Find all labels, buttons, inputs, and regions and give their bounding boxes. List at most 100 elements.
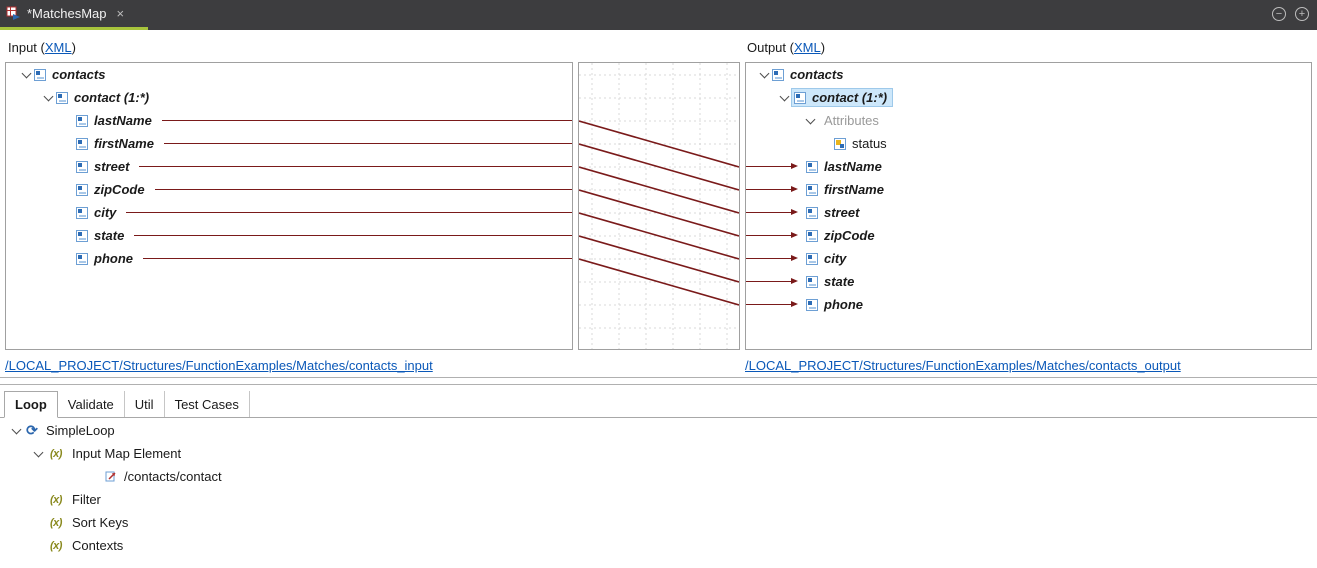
xml-element-icon (76, 206, 88, 219)
output-structure-link[interactable]: /LOCAL_PROJECT/Structures/FunctionExampl… (745, 358, 1181, 373)
tab-loop[interactable]: Loop (4, 391, 58, 418)
output-tree-label[interactable]: status (852, 136, 887, 151)
input-tree-row-field[interactable]: phone (6, 247, 572, 270)
document-tab-matchesmap[interactable]: *MatchesMap × (0, 0, 134, 27)
xml-element-icon (76, 229, 88, 242)
output-tree-label[interactable]: contacts (790, 67, 844, 82)
input-tree-label[interactable]: firstName (94, 136, 154, 151)
output-label-text: Output ( (747, 40, 794, 55)
output-tree-label[interactable]: state (824, 274, 855, 289)
input-tree-row-field[interactable]: city (6, 201, 572, 224)
close-tab-icon[interactable]: × (116, 6, 125, 21)
input-tree-label[interactable]: state (94, 228, 125, 243)
maximize-view-icon[interactable]: + (1295, 7, 1309, 21)
output-tree-row-attributes[interactable]: Attributes (746, 109, 1311, 132)
output-tree-label[interactable]: contact (1:*) (812, 90, 888, 105)
input-tree-row-field[interactable]: state (6, 224, 572, 247)
expand-chevron-icon[interactable] (18, 68, 34, 78)
minimize-view-icon[interactable]: − (1272, 7, 1286, 21)
output-tree-row-status[interactable]: status (746, 132, 1311, 155)
bottom-tab-bar: Loop Validate Util Test Cases (0, 391, 1317, 418)
input-tree-row-contact[interactable]: contact (1:*) (6, 86, 572, 109)
input-tree-row-field[interactable]: lastName (6, 109, 572, 132)
expand-chevron-icon[interactable] (40, 91, 56, 101)
mapping-arrow[interactable] (746, 301, 798, 307)
loop-tree-row-sort-keys[interactable]: (x) Sort Keys (0, 511, 1317, 534)
horizontal-splitter[interactable] (0, 384, 1317, 385)
mapping-line[interactable] (126, 212, 572, 213)
mapping-line[interactable] (134, 235, 572, 236)
tab-test-cases[interactable]: Test Cases (165, 391, 250, 417)
mapping-line[interactable] (161, 120, 572, 121)
mapping-canvas[interactable] (579, 63, 739, 349)
expand-chevron-icon[interactable] (776, 91, 792, 101)
input-tree-label[interactable]: city (94, 205, 117, 220)
input-tree-row-field[interactable]: firstName (6, 132, 572, 155)
mapping-line[interactable] (154, 189, 572, 190)
input-tree-label[interactable]: lastName (94, 113, 152, 128)
loop-tree-label[interactable]: Filter (72, 492, 101, 507)
input-tree-label[interactable]: street (94, 159, 130, 174)
output-xml-link[interactable]: XML (793, 40, 821, 55)
output-tree-row-field[interactable]: zipCode (746, 224, 1311, 247)
loop-tree-row-simpleloop[interactable]: ⟳ SimpleLoop (0, 419, 1317, 442)
editor-tab-bar: *MatchesMap × − + (0, 0, 1317, 30)
output-tree-row-contact-selected[interactable]: contact (1:*) (746, 86, 1311, 109)
output-tree-label[interactable]: lastName (824, 159, 882, 174)
input-structure-link[interactable]: /LOCAL_PROJECT/Structures/FunctionExampl… (5, 358, 433, 373)
loop-tree-row-input-map-element[interactable]: (x) Input Map Element (0, 442, 1317, 465)
expand-chevron-icon[interactable] (802, 114, 818, 124)
output-tree-row-field[interactable]: firstName (746, 178, 1311, 201)
xml-element-icon (56, 91, 68, 104)
tab-validate[interactable]: Validate (58, 391, 125, 417)
tab-util[interactable]: Util (125, 391, 165, 417)
input-tree-row-contacts[interactable]: contacts (6, 63, 572, 86)
loop-tree-row-filter[interactable]: (x) Filter (0, 488, 1317, 511)
loop-tree-label[interactable]: /contacts/contact (124, 469, 222, 484)
mapping-arrow[interactable] (746, 209, 798, 215)
mapping-line[interactable] (143, 258, 572, 259)
mapping-line[interactable] (163, 143, 572, 144)
horizontal-splitter[interactable] (0, 377, 1317, 378)
output-tree-row-field[interactable]: state (746, 270, 1311, 293)
xml-element-icon (806, 252, 818, 265)
loop-tree-label[interactable]: Contexts (72, 538, 124, 553)
output-label-suffix: ) (820, 40, 826, 55)
output-tree-row-field[interactable]: phone (746, 293, 1311, 316)
output-tree-label[interactable]: Attributes (824, 113, 879, 128)
output-tree-panel: contacts contact (1:*) Attributes status… (745, 62, 1312, 350)
loop-tree-label[interactable]: Sort Keys (72, 515, 129, 530)
mapping-arrow[interactable] (746, 186, 798, 192)
output-tree-row-contacts[interactable]: contacts (746, 63, 1311, 86)
expand-chevron-icon[interactable] (30, 447, 46, 457)
loop-tree-label[interactable]: SimpleLoop (46, 423, 115, 438)
mapping-arrow[interactable] (746, 232, 798, 238)
input-tree-label[interactable]: contacts (52, 67, 106, 82)
mapping-arrow[interactable] (746, 278, 798, 284)
loop-tree-row-path[interactable]: /contacts/contact (0, 465, 1317, 488)
output-tree-row-field[interactable]: lastName (746, 155, 1311, 178)
input-xml-link[interactable]: XML (44, 40, 72, 55)
output-tree-row-field[interactable]: city (746, 247, 1311, 270)
selected-row-highlight[interactable]: contact (1:*) (790, 88, 894, 107)
input-tree-label[interactable]: zipCode (94, 182, 145, 197)
loop-tree-row-contexts[interactable]: (x) Contexts (0, 534, 1317, 557)
output-tree-label[interactable]: phone (824, 297, 863, 312)
output-tree-row-field[interactable]: street (746, 201, 1311, 224)
xml-element-icon (76, 183, 88, 196)
input-tree-label[interactable]: phone (94, 251, 133, 266)
expand-chevron-icon[interactable] (756, 68, 772, 78)
mapping-line[interactable] (139, 166, 572, 167)
mapping-arrow[interactable] (746, 255, 798, 261)
mapping-arrow[interactable] (746, 163, 798, 169)
expand-chevron-icon[interactable] (8, 424, 24, 434)
output-tree-label[interactable]: firstName (824, 182, 884, 197)
output-tree-label[interactable]: street (824, 205, 860, 220)
input-tree-row-field[interactable]: street (6, 155, 572, 178)
input-tree-row-field[interactable]: zipCode (6, 178, 572, 201)
loop-tree-label[interactable]: Input Map Element (72, 446, 182, 461)
input-tree-label[interactable]: contact (1:*) (74, 90, 150, 105)
output-tree-label[interactable]: zipCode (824, 228, 875, 243)
output-tree-label[interactable]: city (824, 251, 847, 266)
